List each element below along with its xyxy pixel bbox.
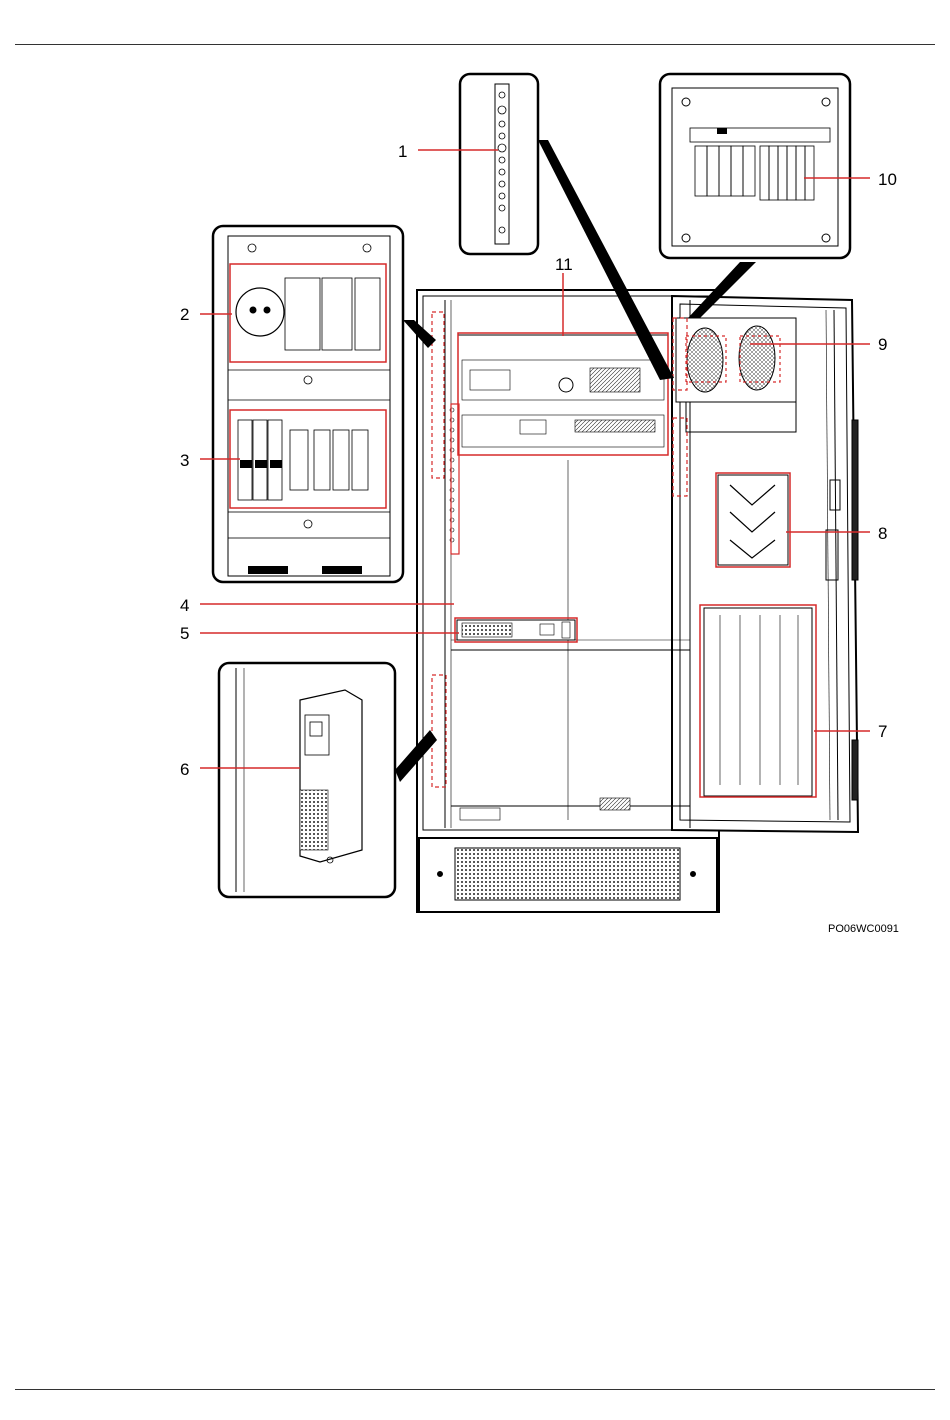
callout-6: 6 (180, 760, 189, 779)
callout-5: 5 (180, 624, 189, 643)
figure-code: PO06WC0091 (828, 923, 899, 935)
callout-10: 10 (878, 170, 897, 189)
callout-1: 1 (398, 142, 407, 161)
callout-4: 4 (180, 596, 189, 615)
detail-breaker-box (213, 226, 436, 582)
callout-3: 3 (180, 451, 189, 470)
detail-power-module (219, 663, 437, 897)
callout-8: 8 (878, 524, 887, 543)
cabinet (417, 290, 858, 912)
callout-11: 11 (555, 255, 573, 274)
callout-7: 7 (878, 722, 887, 741)
detail-spd-box (660, 74, 850, 318)
callout-9: 9 (878, 335, 887, 354)
callout-2: 2 (180, 305, 189, 324)
